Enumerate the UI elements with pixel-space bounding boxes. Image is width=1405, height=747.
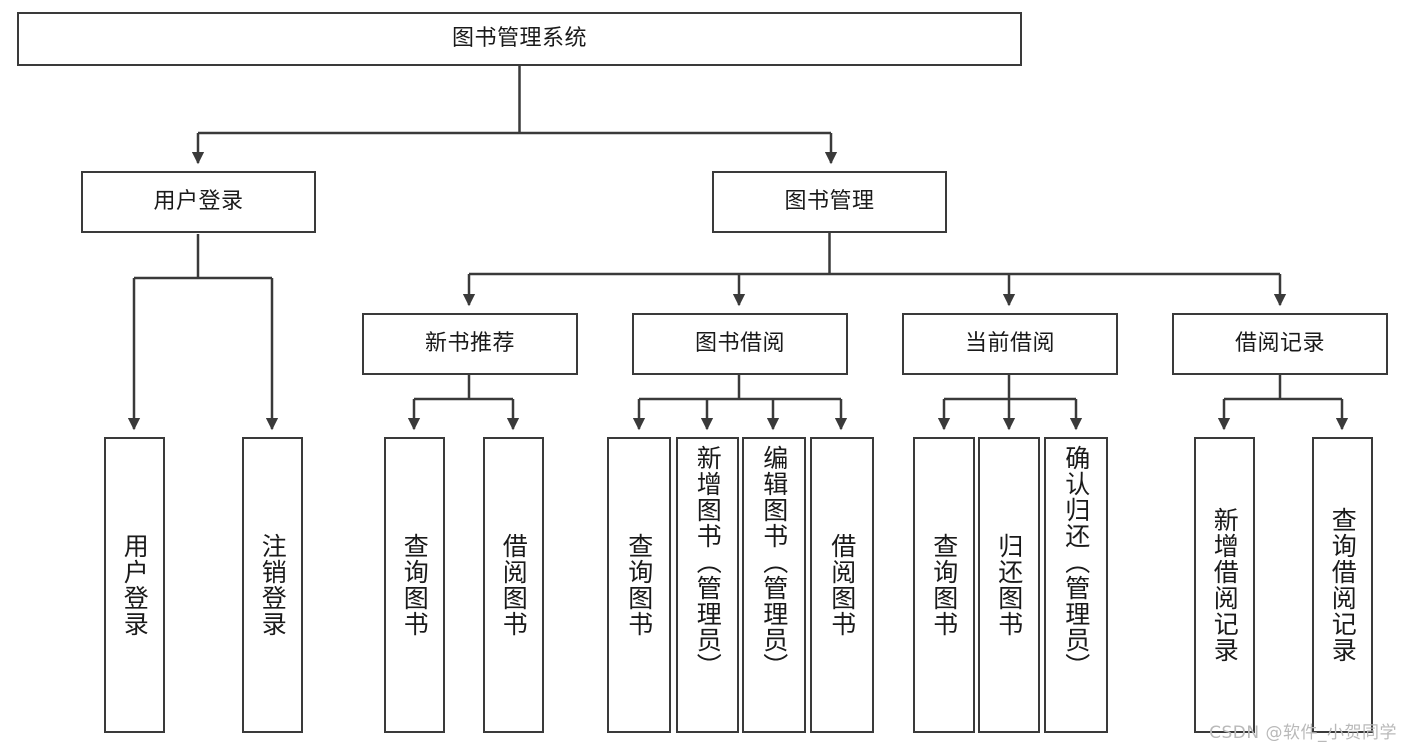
node-label: 图书借阅 <box>694 330 785 356</box>
leaf-new-book-borrow-book[interactable]: 借阅图书 <box>483 437 544 733</box>
leaf-book-borrow-add-book[interactable]: 新增图书（管理员） <box>676 437 739 733</box>
node-label: 图书管理系统 <box>451 25 587 51</box>
csdn-watermark: CSDN @软件_小贺同学 <box>1209 723 1397 743</box>
node-root-system[interactable]: 图书管理系统 <box>17 12 1022 66</box>
node-label: 查询图书 <box>929 533 959 637</box>
leaf-user-login-login[interactable]: 用户登录 <box>104 437 165 733</box>
node-current-borrow[interactable]: 当前借阅 <box>902 313 1118 375</box>
node-label: 新增借阅记录 <box>1210 507 1240 663</box>
leaf-borrow-record-query-record[interactable]: 查询借阅记录 <box>1312 437 1373 733</box>
node-label: 借阅记录 <box>1234 330 1325 356</box>
leaf-book-borrow-borrow-book[interactable]: 借阅图书 <box>810 437 874 733</box>
node-user-login[interactable]: 用户登录 <box>81 171 316 233</box>
leaf-user-login-logout[interactable]: 注销登录 <box>242 437 303 733</box>
node-label: 借阅图书 <box>827 533 857 637</box>
node-book-management[interactable]: 图书管理 <box>712 171 947 233</box>
leaf-book-borrow-query-book[interactable]: 查询图书 <box>607 437 671 733</box>
node-label: 查询图书 <box>400 533 430 637</box>
node-label: 新增图书（管理员） <box>693 445 723 679</box>
leaf-borrow-record-add-record[interactable]: 新增借阅记录 <box>1194 437 1255 733</box>
node-label: 注销登录 <box>258 533 288 637</box>
leaf-book-borrow-edit-book[interactable]: 编辑图书（管理员） <box>742 437 806 733</box>
leaf-current-borrow-query-book[interactable]: 查询图书 <box>913 437 975 733</box>
leaf-current-borrow-confirm-return[interactable]: 确认归还（管理员） <box>1044 437 1108 733</box>
node-label: 当前借阅 <box>964 330 1055 356</box>
node-label: 编辑图书（管理员） <box>759 445 789 679</box>
node-label: 查询图书 <box>624 533 654 637</box>
node-new-book-recommend[interactable]: 新书推荐 <box>362 313 578 375</box>
node-label: 图书管理 <box>784 188 875 214</box>
node-book-borrow[interactable]: 图书借阅 <box>632 313 848 375</box>
node-label: 借阅图书 <box>499 533 529 637</box>
leaf-new-book-query-book[interactable]: 查询图书 <box>384 437 445 733</box>
node-label: 确认归还（管理员） <box>1061 445 1091 679</box>
node-borrow-record[interactable]: 借阅记录 <box>1172 313 1388 375</box>
node-label: 查询借阅记录 <box>1328 507 1358 663</box>
leaf-current-borrow-return-book[interactable]: 归还图书 <box>978 437 1040 733</box>
node-label: 用户登录 <box>153 188 244 214</box>
node-label: 用户登录 <box>120 533 150 637</box>
node-label: 归还图书 <box>994 533 1024 637</box>
node-label: 新书推荐 <box>424 330 515 356</box>
